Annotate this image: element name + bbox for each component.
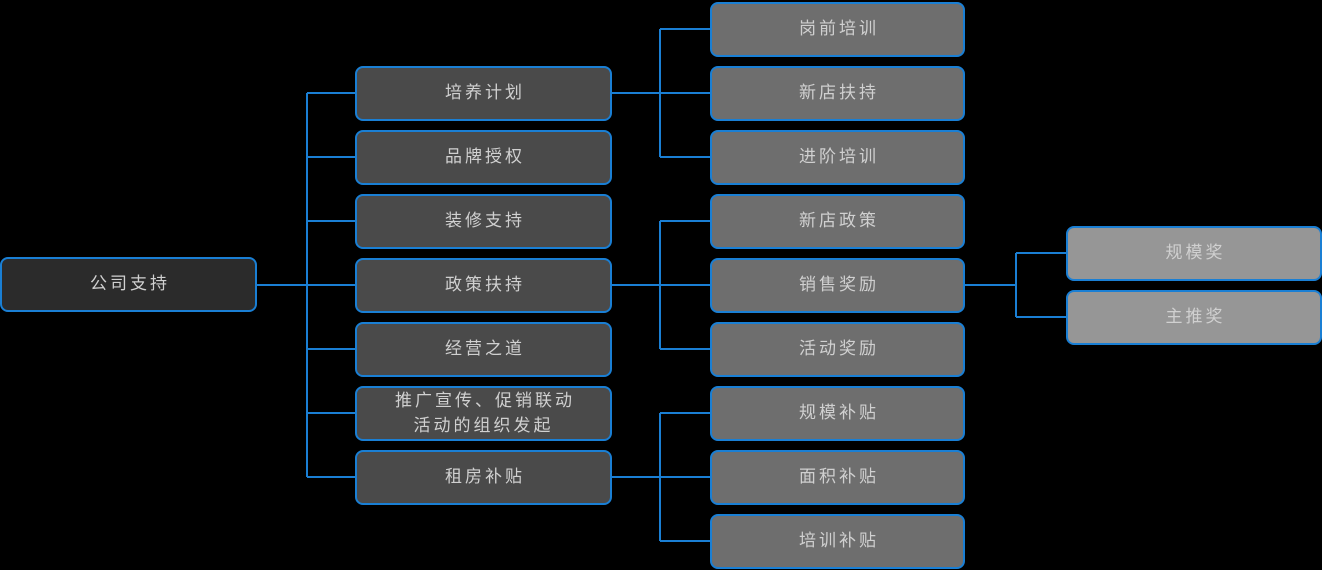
connector-branch-3-0 <box>660 412 710 414</box>
connector-branch-0-3 <box>307 284 355 286</box>
connector-branch-0-1 <box>307 156 355 158</box>
node-l1-6[interactable]: 租房补贴 <box>355 450 612 505</box>
node-l1-4[interactable]: 经营之道 <box>355 322 612 377</box>
connector-branch-1-2 <box>660 156 710 158</box>
connector-stub-parent-2 <box>612 284 660 286</box>
node-l2-8[interactable]: 培训补贴 <box>710 514 965 569</box>
connector-branch-1-0 <box>660 28 710 30</box>
node-l1-0[interactable]: 培养计划 <box>355 66 612 121</box>
connector-stub-parent-3 <box>612 476 660 478</box>
node-l2-2[interactable]: 进阶培训 <box>710 130 965 185</box>
connector-stub-parent-1 <box>612 92 660 94</box>
connector-branch-4-1 <box>1016 316 1066 318</box>
node-l1-5[interactable]: 推广宣传、促销联动 活动的组织发起 <box>355 386 612 441</box>
node-l2-7[interactable]: 面积补贴 <box>710 450 965 505</box>
node-l3-0[interactable]: 规模奖 <box>1066 226 1322 281</box>
connector-branch-4-0 <box>1016 252 1066 254</box>
node-l1-1[interactable]: 品牌授权 <box>355 130 612 185</box>
node-l1-3[interactable]: 政策扶持 <box>355 258 612 313</box>
connector-branch-1-1 <box>660 92 710 94</box>
node-l2-0[interactable]: 岗前培训 <box>710 2 965 57</box>
connector-branch-2-0 <box>660 220 710 222</box>
connector-branch-0-6 <box>307 476 355 478</box>
connector-trunk-4 <box>1015 253 1017 317</box>
node-l2-3[interactable]: 新店政策 <box>710 194 965 249</box>
node-root[interactable]: 公司支持 <box>0 257 257 312</box>
connector-branch-0-2 <box>307 220 355 222</box>
node-l2-4[interactable]: 销售奖励 <box>710 258 965 313</box>
connector-stub-parent-4 <box>965 284 1016 286</box>
connector-branch-0-4 <box>307 348 355 350</box>
connector-branch-3-2 <box>660 540 710 542</box>
node-l2-6[interactable]: 规模补贴 <box>710 386 965 441</box>
connector-branch-2-1 <box>660 284 710 286</box>
connector-branch-2-2 <box>660 348 710 350</box>
connector-stub-parent-0 <box>257 284 307 286</box>
node-l3-1[interactable]: 主推奖 <box>1066 290 1322 345</box>
connector-branch-0-0 <box>307 92 355 94</box>
node-l1-2[interactable]: 装修支持 <box>355 194 612 249</box>
node-l2-1[interactable]: 新店扶持 <box>710 66 965 121</box>
node-l2-5[interactable]: 活动奖励 <box>710 322 965 377</box>
connector-branch-3-1 <box>660 476 710 478</box>
connector-branch-0-5 <box>307 412 355 414</box>
